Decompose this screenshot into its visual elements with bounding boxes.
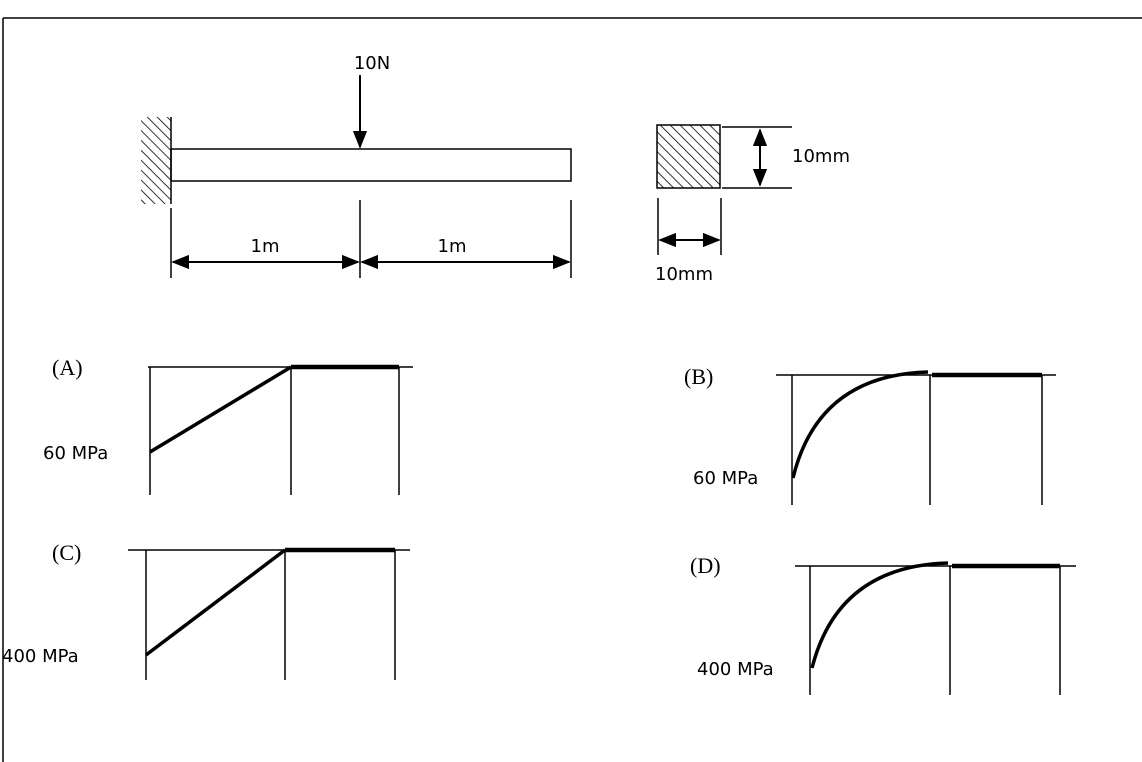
option-a-stress-label: 60 MPa (43, 443, 108, 464)
option-c-stress-label: 400 MPa (2, 646, 79, 667)
option-c-letter: (C) (52, 540, 81, 565)
beam-body (170, 148, 572, 182)
point-load: 10N (352, 53, 390, 149)
span-right-label: 1m (438, 236, 467, 257)
option-d: (D) 400 MPa (690, 553, 1076, 695)
section-height-label: 10mm (792, 146, 850, 167)
span-left-label: 1m (251, 236, 280, 257)
option-b-stress-label: 60 MPa (693, 468, 758, 489)
option-d-stress-curve (810, 561, 949, 669)
option-b-letter: (B) (684, 364, 713, 389)
option-b: (B) 60 MPa (684, 364, 1056, 505)
frame-border (2, 17, 1142, 762)
option-c-stress-line (144, 548, 287, 657)
option-a-letter: (A) (52, 355, 83, 380)
option-b-stress-curve (791, 370, 929, 479)
option-a-stress-line (149, 365, 292, 454)
option-c: (C) 400 MPa (2, 540, 410, 680)
section-square (656, 124, 721, 189)
cross-section: 10mm 10mm (655, 124, 850, 285)
fixed-support-hatch (141, 117, 171, 204)
option-d-letter: (D) (690, 553, 721, 578)
option-d-stress-label: 400 MPa (697, 659, 774, 680)
option-a: (A) 60 MPa (43, 355, 413, 495)
load-label: 10N (354, 53, 390, 74)
section-width-label: 10mm (655, 264, 713, 285)
cantilever-beam (141, 117, 572, 204)
span-dimensions: 1m 1m (170, 200, 572, 278)
